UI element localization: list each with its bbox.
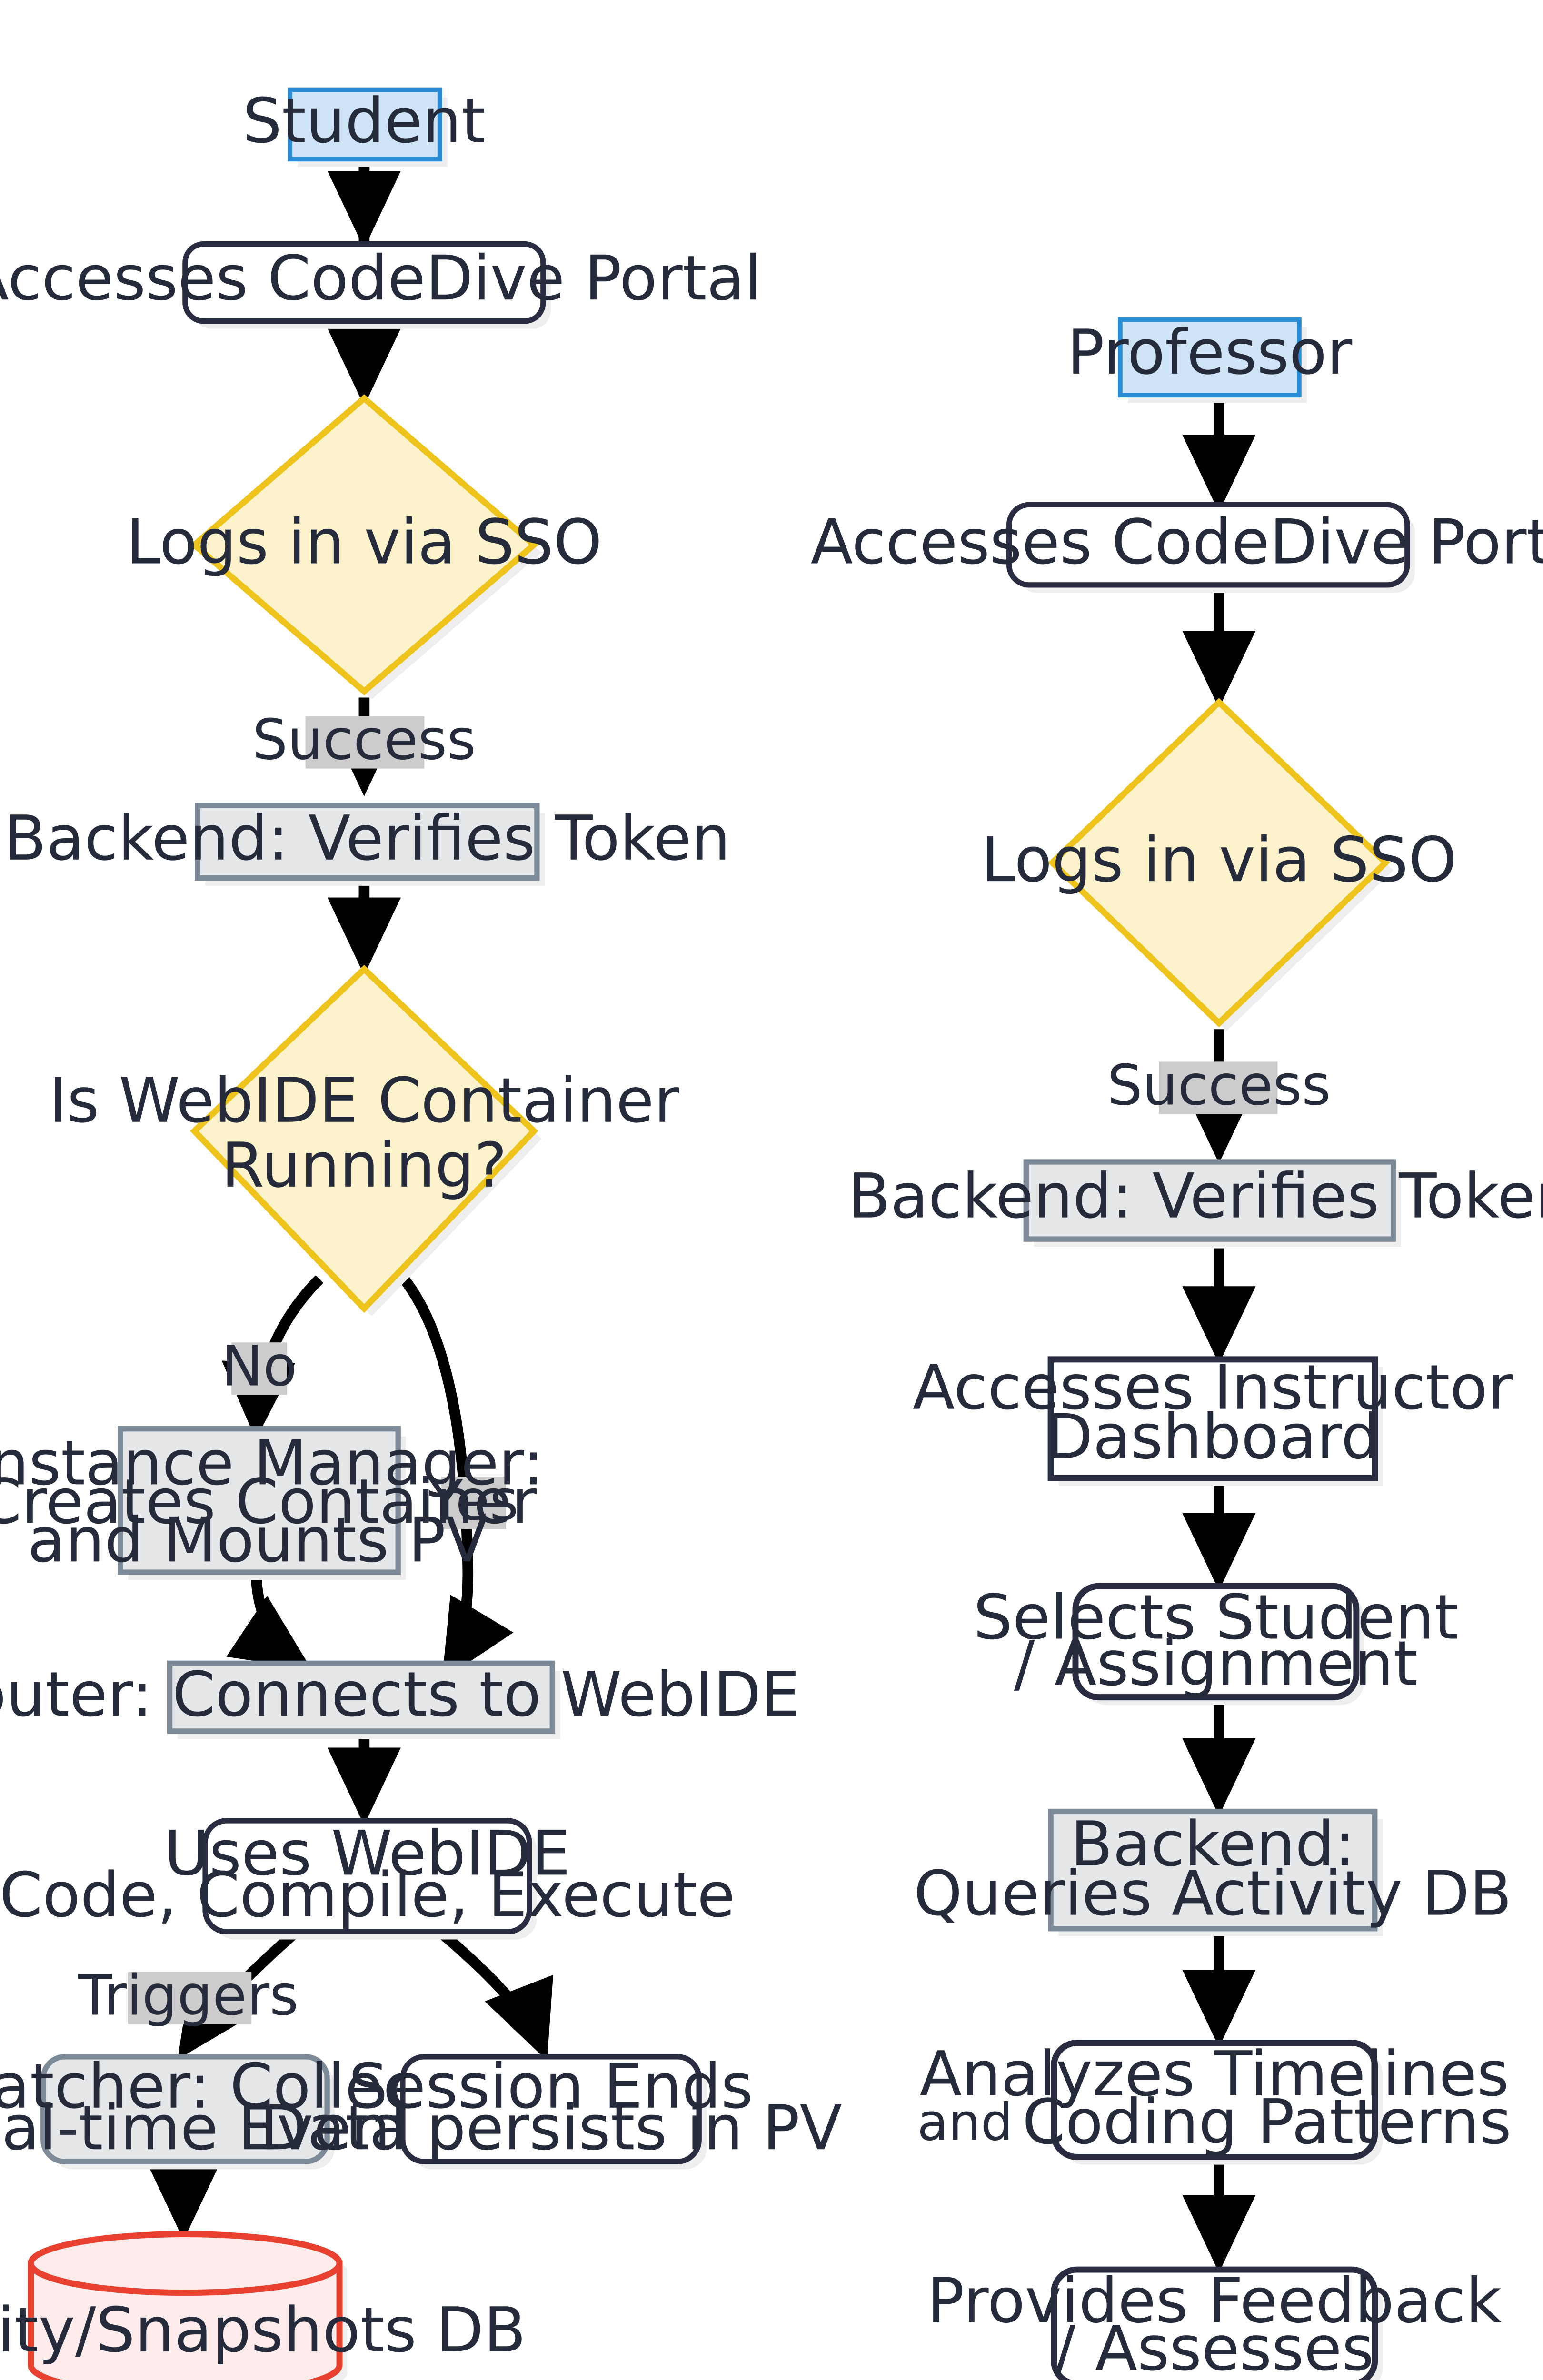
session-ends-label-2: Data persists in PV — [260, 2092, 842, 2164]
logs-in-sso-student-diamond — [189, 394, 539, 696]
edge-label-no: No — [221, 1334, 297, 1398]
instance-manager-label-3: and Mounts PV — [28, 1504, 488, 1576]
analyzes-timelines-box — [1051, 2040, 1378, 2160]
backend-verifies-token-student-label: Backend: Verifies Token — [4, 803, 730, 874]
uses-webide-label-1: Uses WebIDE — [164, 1817, 570, 1889]
activity-snapshots-db-label: Activity/Snapshots DB — [0, 2294, 526, 2366]
backend-verifies-token-student-box — [195, 803, 540, 881]
professor-actor-label: Professor — [1067, 317, 1353, 388]
edge-label-triggers: Triggers — [78, 1964, 299, 2028]
activity-db-top — [28, 2231, 343, 2296]
accesses-instructor-dashboard-label-2: Dashboard — [1045, 1401, 1380, 1473]
node-logs-in-sso-professor[interactable]: Logs in via SSO — [981, 698, 1457, 1031]
session-ends-label-1: Session Ends — [348, 2051, 753, 2122]
accesses-portal-professor-label: Accesses CodeDive Portal — [811, 506, 1543, 578]
node-accesses-instructor-dashboard[interactable]: Accesses Instructor Dashboard — [913, 1352, 1513, 1486]
accesses-portal-student-box — [182, 241, 546, 324]
router-connects-webide-box — [167, 1660, 555, 1734]
node-session-ends[interactable]: Session Ends Data persists in PV — [260, 2051, 842, 2170]
backend-verifies-token-professor-box — [1023, 1159, 1396, 1242]
selects-student-assignment-label-1: Selects Student — [973, 1581, 1458, 1653]
node-professor-actor[interactable]: Professor — [1067, 317, 1353, 403]
node-logs-in-sso-student[interactable]: Logs in via SSO — [126, 394, 602, 699]
accesses-instructor-dashboard-box — [1047, 1356, 1378, 1481]
ewatcher-box — [40, 2054, 330, 2164]
uses-webide-label-2: Code, Compile, Execute — [0, 1859, 735, 1931]
accesses-portal-student-label: Accesses CodeDive Portal — [0, 242, 762, 314]
node-instance-manager[interactable]: Instance Manager: Creates Container and … — [0, 1426, 544, 1580]
session-ends-box — [400, 2054, 702, 2164]
edge-label-success-professor: Success — [1107, 1053, 1331, 1118]
is-webide-running-label-2: Running? — [221, 1130, 507, 1201]
panel-student-workflow: Student Accesses CodeDive Portal Logs in… — [0, 85, 842, 2380]
node-ewatcher[interactable]: eWatcher: Collects Real-time Events — [0, 2051, 473, 2170]
provides-feedback-box — [1051, 2266, 1378, 2380]
edge-label-yes: Yes — [428, 1468, 518, 1533]
edge-label-success-student: Success — [252, 707, 476, 772]
edge-a8-a10-arrow — [436, 1927, 553, 2061]
is-webide-running-label-1: Is WebIDE Container — [49, 1065, 680, 1137]
node-provides-feedback[interactable]: Provides Feedback / Assesses — [927, 2265, 1502, 2380]
node-student-actor[interactable]: Student — [243, 85, 486, 167]
student-actor-label: Student — [243, 85, 486, 157]
accesses-portal-professor-box — [1006, 502, 1410, 588]
logs-in-sso-professor-diamond — [1048, 698, 1390, 1028]
professor-actor-box — [1118, 317, 1302, 398]
node-backend-verifies-token-student[interactable]: Backend: Verifies Token — [4, 803, 730, 886]
analyzes-timelines-and-word: and — [917, 2093, 1013, 2152]
provides-feedback-label-1: Provides Feedback — [927, 2265, 1501, 2337]
instance-manager-box — [118, 1426, 401, 1575]
backend-queries-activity-db-label-2: Queries Activity DB — [914, 1858, 1512, 1930]
accesses-instructor-dashboard-label-1: Accesses Instructor — [913, 1352, 1513, 1424]
node-router-connects-webide[interactable]: Router: Connects to WebIDE — [0, 1659, 800, 1739]
selects-student-assignment-box — [1072, 1583, 1360, 1701]
logs-in-sso-student-label: Logs in via SSO — [126, 506, 602, 578]
node-is-webide-running[interactable]: Is WebIDE Container Running? — [49, 964, 680, 1317]
edge-a6-a7-arrow — [226, 1570, 312, 1669]
node-backend-queries-activity-db[interactable]: Backend: Queries Activity DB — [914, 1808, 1512, 1936]
backend-verifies-token-professor-label: Backend: Verifies Token — [848, 1160, 1543, 1232]
node-activity-snapshots-db[interactable]: Activity/Snapshots DB — [0, 2231, 526, 2380]
analyzes-timelines-label-1: Analyzes Timelines — [920, 2038, 1509, 2110]
node-uses-webide[interactable]: Uses WebIDE Code, Compile, Execute — [0, 1817, 735, 1940]
instance-manager-label-1: Instance Manager: — [0, 1427, 544, 1499]
node-selects-student-assignment[interactable]: Selects Student / Assignment — [973, 1581, 1458, 1705]
node-accesses-portal-student[interactable]: Accesses CodeDive Portal — [0, 241, 762, 329]
instance-manager-label-2: Creates Container — [0, 1466, 537, 1537]
ewatcher-label-1: eWatcher: Collects — [0, 2051, 473, 2122]
panel-professor-workflow: Professor Accesses CodeDive Portal Logs … — [811, 317, 1543, 2380]
edge-label-no-text: No — [221, 1334, 297, 1398]
node-backend-verifies-token-professor[interactable]: Backend: Verifies Token — [848, 1159, 1543, 1247]
backend-queries-activity-db-label-1: Backend: — [1070, 1808, 1355, 1880]
provides-feedback-label-2: / Assesses — [1055, 2313, 1374, 2380]
edge-label-success-student-text: Success — [252, 707, 476, 772]
analyzes-timelines-patterns-word: Coding Patterns — [1022, 2086, 1512, 2158]
backend-queries-activity-db-box — [1048, 1808, 1378, 1932]
ewatcher-label-2: Real-time Events — [0, 2092, 447, 2164]
edge-label-yes-text: Yes — [428, 1468, 518, 1533]
uses-webide-box — [202, 1818, 532, 1934]
router-connects-webide-label: Router: Connects to WebIDE — [0, 1659, 800, 1731]
edge-label-triggers-text: Triggers — [78, 1964, 299, 2028]
edge-label-success-professor-text: Success — [1107, 1053, 1331, 1118]
student-actor-box — [288, 87, 442, 162]
activity-db-body — [28, 2260, 343, 2380]
node-accesses-portal-professor[interactable]: Accesses CodeDive Portal — [811, 502, 1543, 593]
logs-in-sso-professor-label: Logs in via SSO — [981, 824, 1457, 896]
is-webide-running-diamond — [190, 964, 538, 1313]
selects-student-assignment-label-2: / Assignment — [1014, 1628, 1418, 1700]
